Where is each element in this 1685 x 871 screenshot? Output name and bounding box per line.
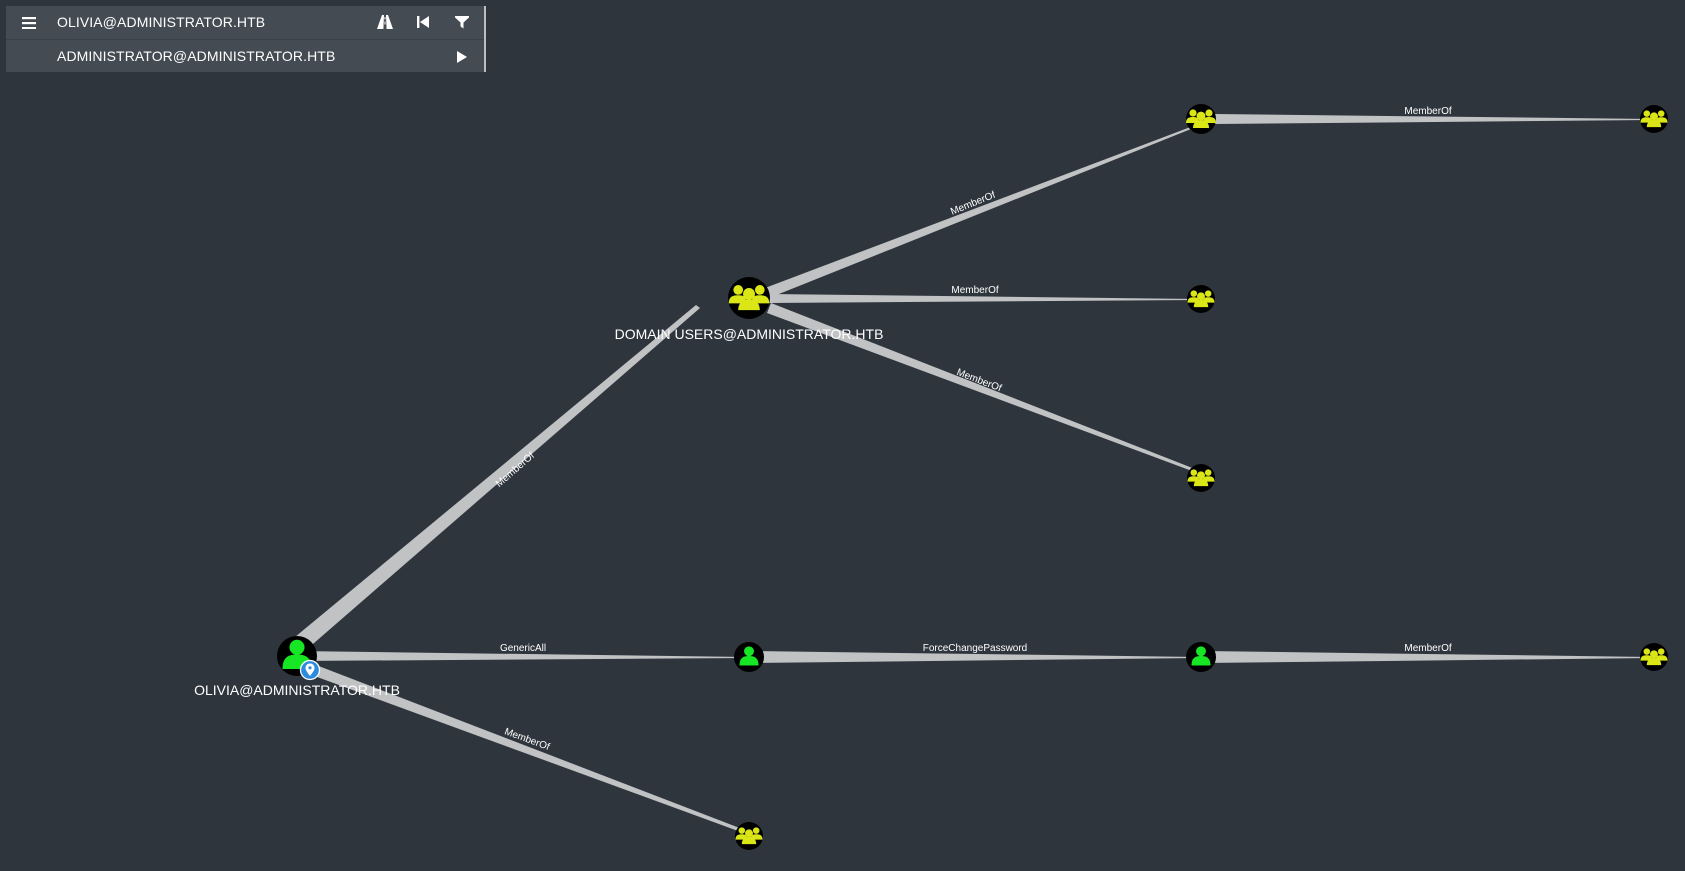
road-icon[interactable] <box>374 11 396 33</box>
edge-user-right-group-bottom-far[interactable]: MemberOf <box>1203 643 1654 663</box>
start-node-input[interactable]: OLIVIA@ADMINISTRATOR.HTB <box>57 14 266 30</box>
hamburger-menu-icon[interactable] <box>18 12 40 34</box>
node-olivia[interactable] <box>277 636 321 681</box>
node-group-bottom-far[interactable] <box>1640 643 1668 671</box>
edge-olivia-domain-users[interactable]: MemberOf <box>295 305 700 650</box>
edge-label: MemberOf <box>1404 643 1451 654</box>
edge-label: ForceChangePassword <box>923 643 1028 654</box>
edge-label: MemberOf <box>1404 106 1451 117</box>
start-node-row: OLIVIA@ADMINISTRATOR.HTB <box>6 6 484 40</box>
node-label-domain-users: DOMAIN USERS@ADMINISTRATOR.HTB <box>615 326 884 342</box>
nodes-layer: OLIVIA@ADMINISTRATOR.HTB DOMAIN USERS@AD… <box>194 104 1668 850</box>
edge-domain-users-group-mid-right[interactable]: MemberOf <box>768 285 1200 303</box>
node-domain-users[interactable] <box>728 277 770 319</box>
edge-group-top-right-group-top-far[interactable]: MemberOf <box>1215 106 1654 124</box>
node-group-lower-right[interactable] <box>1187 464 1215 492</box>
edge-domain-users-group-top-right[interactable]: MemberOf <box>765 123 1201 298</box>
location-pin-icon <box>299 659 321 681</box>
edge-label: MemberOf <box>951 285 998 296</box>
node-group-bottom[interactable] <box>735 822 763 850</box>
node-group-top-far[interactable] <box>1640 105 1668 133</box>
step-backward-icon[interactable] <box>412 11 434 33</box>
edge-user-mid-user-right[interactable]: ForceChangePassword <box>752 643 1201 663</box>
node-group-mid-right[interactable] <box>1187 285 1215 313</box>
node-user-right[interactable] <box>1186 642 1216 672</box>
target-node-row: ADMINISTRATOR@ADMINISTRATOR.HTB <box>6 40 484 73</box>
edge-olivia-user-mid[interactable]: GenericAll <box>297 643 749 661</box>
node-label-olivia: OLIVIA@ADMINISTRATOR.HTB <box>194 682 400 698</box>
play-icon[interactable] <box>451 46 473 68</box>
filter-icon[interactable] <box>451 11 473 33</box>
path-search-panel: OLIVIA@ADMINISTRATOR.HTB ADMINISTRATOR@A… <box>6 6 486 72</box>
node-group-top-right[interactable] <box>1186 104 1216 134</box>
node-user-mid[interactable] <box>734 642 764 672</box>
target-node-input[interactable]: ADMINISTRATOR@ADMINISTRATOR.HTB <box>57 48 336 64</box>
edges-layer: MemberOf GenericAll MemberOf ForceChange… <box>295 106 1654 835</box>
edge-label: GenericAll <box>500 643 546 654</box>
